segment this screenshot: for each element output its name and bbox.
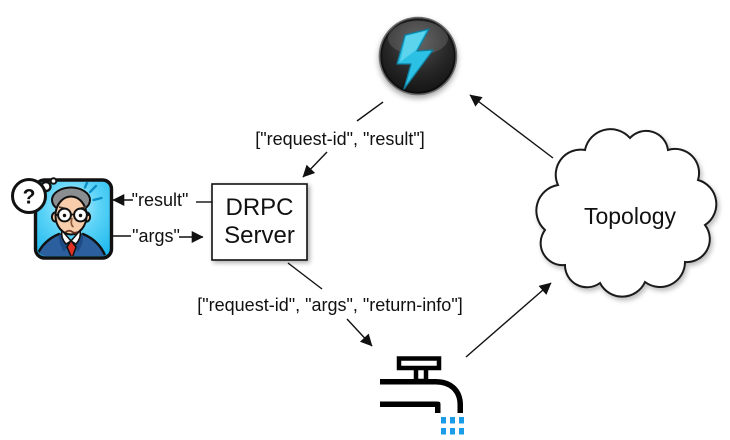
client-portrait: [37, 182, 108, 256]
label-request-id-result: ["request-id", "result"]: [255, 129, 425, 149]
nose: [70, 217, 74, 228]
drpc-server-box: [211, 183, 308, 261]
drpc-server-label-line2: Server: [224, 222, 295, 249]
drpc-server-node: DRPC Server: [211, 183, 308, 261]
drpc-server-label-line1: DRPC: [225, 194, 293, 221]
tie: [66, 239, 77, 256]
faucet-pipe-inner: [376, 384, 458, 416]
faucet-handle: [396, 356, 442, 371]
spout-faucet-icon: [376, 356, 464, 435]
edge-drpc-to-bottomlabel: [287, 262, 323, 290]
bolt-highlight: [400, 31, 426, 62]
label-result: "result": [132, 190, 189, 210]
edge-logo-to-toplabel: [356, 101, 384, 122]
startled-marks: [83, 182, 103, 202]
label-request-id-args-return-info: ["request-id", "args", "return-info"]: [197, 295, 462, 315]
thought-bubble: [11, 178, 47, 214]
edge-spout-to-topology-arrow: [465, 282, 552, 358]
pupil-left: [62, 213, 67, 218]
edge-toplabel-to-drpc-arrow: [302, 151, 328, 178]
topology-label: Topology: [584, 203, 677, 229]
collar-left: [60, 228, 73, 245]
client-user-icon: ?: [11, 177, 114, 260]
glasses-bridge: [54, 213, 91, 217]
water-drips: [441, 417, 464, 435]
arrow-connectors: [112, 94, 554, 358]
topology-node: Topology: [535, 128, 718, 298]
logo-inner-ring: [380, 18, 456, 94]
edge-bottomlabel-to-spout-arrow: [346, 318, 373, 347]
pupil-right: [78, 213, 83, 218]
thought-bubble-small-2: [49, 177, 58, 185]
storm-logo-icon: [378, 16, 458, 96]
label-args: "args": [132, 226, 180, 246]
cloud-shape: [535, 128, 718, 298]
question-mark: ?: [23, 186, 36, 209]
worried-mouth: [65, 229, 78, 234]
collar-right: [69, 228, 82, 245]
edge-topology-to-logo-arrow: [469, 94, 554, 159]
